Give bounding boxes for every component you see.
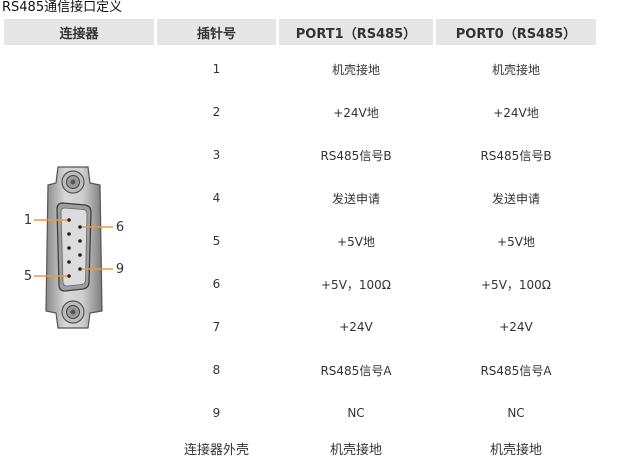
mounting-screw-bottom: [61, 300, 85, 324]
pin-label-9: 9: [116, 262, 124, 277]
pin-number-cell: 9: [212, 406, 221, 420]
pin-number-cell: 7: [212, 320, 221, 334]
connector-pins: [67, 218, 82, 278]
pin-leader-lines: [34, 219, 113, 277]
pin-number-cell: 8: [212, 363, 221, 377]
port1-cell: 机壳接地: [329, 442, 382, 458]
pin-9: [78, 267, 82, 271]
pin-3: [67, 246, 71, 250]
pin-number-cell: 6: [212, 277, 221, 291]
table-caption: RS485通信接口定义: [2, 0, 123, 15]
pin-number-cell: 4: [212, 191, 221, 205]
pin-label-5: 5: [24, 269, 32, 284]
port0-cell: 发送申请: [491, 191, 540, 206]
port1-cell: RS485信号A: [320, 363, 392, 378]
port0-cell: RS485信号B: [480, 148, 552, 163]
port1-cell: RS485信号B: [320, 148, 392, 163]
pin-2: [67, 232, 71, 236]
mounting-screw-top: [61, 170, 85, 194]
port1-cell: 发送申请: [331, 191, 380, 206]
pin-4: [67, 260, 71, 264]
port0-cell: 机壳接地: [491, 62, 540, 77]
port0-cell: +24V地: [493, 105, 539, 120]
port1-cell: +24V地: [333, 105, 379, 120]
port0-cell: 机壳接地: [489, 442, 542, 458]
pin-6: [78, 225, 82, 229]
pin-number-cell: 2: [212, 105, 221, 119]
pin-labels: 1 5 6 9: [24, 213, 124, 284]
port0-cell: NC: [507, 406, 525, 420]
pin-label-1: 1: [24, 213, 32, 228]
port1-cell: 机壳接地: [331, 62, 380, 77]
port0-cell: +5V地: [497, 234, 535, 249]
pin-label-6: 6: [116, 220, 124, 235]
pin-number-cell: 1: [212, 62, 221, 76]
port0-cell: +5V，100Ω: [481, 277, 551, 292]
header-port0: PORT0（RS485）: [436, 19, 596, 45]
port1-cell: +5V，100Ω: [321, 277, 391, 292]
pin-1: [67, 218, 71, 222]
pin-number-cell: 3: [212, 148, 221, 162]
header-pin-number: 插针号: [157, 19, 276, 45]
port0-cell: +24V: [499, 320, 533, 334]
port0-cell: RS485信号A: [480, 363, 552, 378]
port1-cell: +24V: [339, 320, 373, 334]
port1-cell: +5V地: [337, 234, 375, 249]
header-port1: PORT1（RS485）: [279, 19, 433, 45]
port1-cell: NC: [347, 406, 365, 420]
pin-number-cell: 连接器外壳: [183, 442, 249, 458]
pin-7: [78, 239, 82, 243]
pin-5: [67, 274, 71, 278]
db9-connector-diagram: 1 5 6 9: [24, 166, 124, 329]
pin-8: [78, 253, 82, 257]
header-connector: 连接器: [4, 19, 154, 45]
pin-number-cell: 5: [212, 234, 221, 248]
d-sub-face: [56, 202, 92, 292]
